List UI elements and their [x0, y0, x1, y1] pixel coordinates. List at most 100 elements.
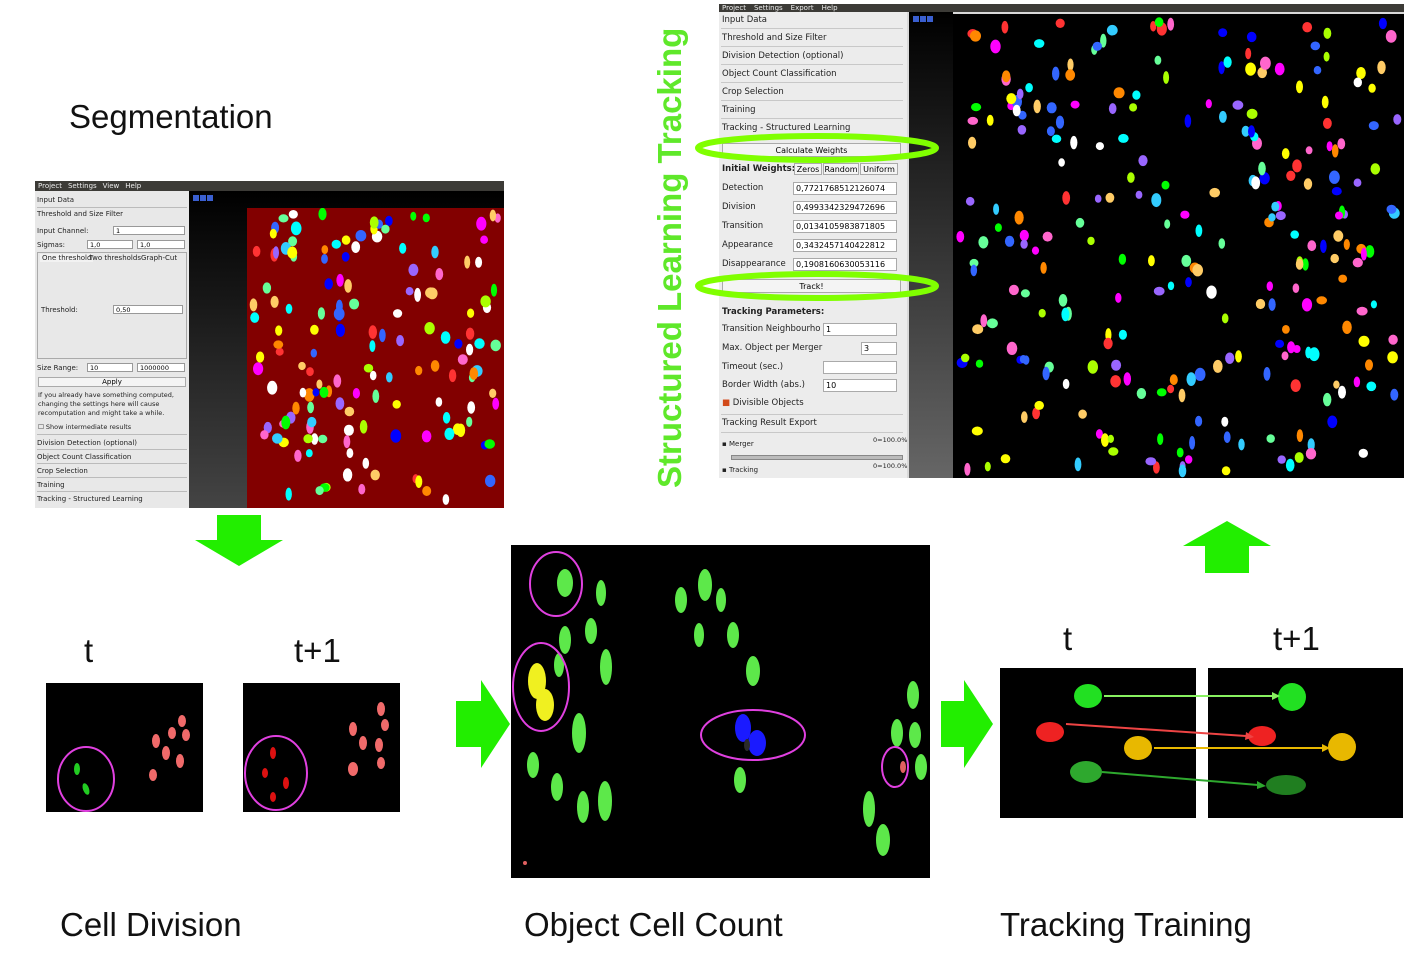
param-max-object-field[interactable]: 3 — [861, 342, 897, 355]
uniform-button[interactable]: Uniform — [860, 163, 898, 175]
applet-object-count[interactable]: Object Count Classification — [722, 69, 837, 79]
applet-threshold-filter[interactable]: Threshold and Size Filter — [37, 210, 124, 218]
cell-blob — [298, 361, 306, 371]
calculate-weights-button[interactable]: Calculate Weights — [722, 143, 901, 157]
cell-blob — [489, 388, 497, 398]
cell-blob — [270, 295, 279, 308]
threshold-field[interactable]: 0,50 — [113, 305, 183, 314]
cell-blob — [385, 215, 393, 226]
weight-detection-field[interactable]: 0,7721768512126074 — [793, 182, 897, 195]
cell-blob — [285, 487, 292, 501]
cell-blob — [405, 287, 414, 296]
cell-blob — [344, 279, 352, 293]
cell-blob — [1331, 187, 1342, 196]
applet-training[interactable]: Training — [37, 481, 65, 489]
cell-blob — [1006, 341, 1018, 355]
random-button[interactable]: Random — [823, 163, 859, 175]
cell-blob — [993, 203, 1000, 215]
show-intermediate-checkbox[interactable]: ☐ Show intermediate results — [38, 423, 132, 431]
divisible-objects-label: Divisible Objects — [732, 398, 804, 408]
cell-blob — [968, 136, 977, 149]
applet-crop-selection[interactable]: Crop Selection — [37, 467, 88, 475]
cell-blob — [1046, 126, 1055, 137]
tab-graph-cut[interactable]: Graph-Cut — [141, 254, 178, 262]
applet-crop-selection[interactable]: Crop Selection — [722, 87, 784, 97]
t-label-tracking: t — [1063, 620, 1073, 657]
cell-blob — [1161, 180, 1170, 190]
cell-blob — [1195, 224, 1203, 237]
tab-two-thresholds[interactable]: Two thresholds — [89, 254, 141, 262]
menu-settings[interactable]: Settings — [753, 4, 783, 12]
cell-blob — [1145, 457, 1157, 466]
cell-blob — [369, 370, 377, 381]
cell-blob — [351, 241, 361, 253]
cell-blob — [1330, 253, 1339, 264]
cell-blob — [1241, 125, 1250, 137]
zeros-button[interactable]: Zeros — [794, 163, 822, 175]
param-transition-neighbourhood-label: Transition Neighbourhood — [722, 324, 820, 334]
menu-project[interactable]: Project — [38, 182, 62, 190]
applet-input-data[interactable]: Input Data — [37, 196, 75, 204]
cell-blob — [956, 231, 965, 243]
viewer-tool-icon[interactable] — [927, 16, 933, 22]
cell-blob — [1266, 281, 1273, 292]
cell-blob — [1209, 187, 1220, 198]
applet-training[interactable]: Training — [722, 105, 756, 115]
divisible-objects-checkbox[interactable]: ■ Divisible Objects — [722, 398, 804, 408]
weight-appearance-field[interactable]: 0,3432457140422812 — [793, 239, 897, 252]
cell-blob — [1192, 264, 1203, 277]
applet-tracking-structured[interactable]: Tracking - Structured Learning — [722, 123, 851, 133]
cell-blob — [980, 314, 988, 328]
viewer-tool-icon[interactable] — [920, 16, 926, 22]
cell-blob — [341, 252, 350, 262]
menu-view[interactable]: View — [102, 182, 120, 190]
weight-disappearance-field[interactable]: 0,1908160630053116 — [793, 258, 897, 271]
cell-blob — [399, 242, 407, 254]
cell-blob — [1218, 238, 1226, 249]
viewer-tool-icon[interactable] — [913, 16, 919, 22]
param-timeout-label: Timeout (sec.) — [722, 362, 784, 372]
threshold-tab-pane: One threshold Two thresholds Graph-Cut T… — [37, 252, 187, 359]
input-channel-field[interactable]: 1 — [113, 226, 185, 235]
tracking-result-export[interactable]: Tracking Result Export — [722, 418, 817, 428]
weight-division-field[interactable]: 0,4993342329472696 — [793, 201, 897, 214]
menu-help[interactable]: Help — [821, 4, 838, 12]
applet-division-detection[interactable]: Division Detection (optional) — [37, 439, 138, 447]
cell-blob — [1095, 142, 1104, 151]
track-button[interactable]: Track! — [722, 279, 901, 293]
cell-blob — [1006, 93, 1017, 105]
cell-blob — [425, 287, 437, 299]
viewer-tool-icon[interactable] — [207, 195, 213, 201]
applet-input-data[interactable]: Input Data — [722, 15, 768, 25]
cell-blob — [990, 39, 1001, 54]
sigma-1-field[interactable]: 1,0 — [87, 240, 133, 249]
applet-tracking-structured[interactable]: Tracking - Structured Learning — [37, 495, 143, 503]
applet-threshold-filter[interactable]: Threshold and Size Filter — [722, 33, 827, 43]
param-transition-neighbourhood-field[interactable]: 1 — [823, 323, 897, 336]
param-border-width-field[interactable]: 10 — [823, 379, 897, 392]
cell-blob — [362, 457, 370, 469]
applet-object-count[interactable]: Object Count Classification — [37, 453, 132, 461]
sigma-2-field[interactable]: 1,0 — [137, 240, 185, 249]
weight-transition-field[interactable]: 0,0134105983871805 — [793, 220, 897, 233]
cell-blob — [484, 439, 495, 449]
cell-blob — [1368, 83, 1376, 93]
param-timeout-field[interactable] — [823, 361, 897, 374]
cell-blob — [1307, 438, 1315, 452]
tab-one-threshold[interactable]: One threshold — [40, 254, 94, 262]
size-max-field[interactable]: 1000000 — [137, 363, 185, 372]
viewer-tool-icon[interactable] — [193, 195, 199, 201]
applet-division-detection[interactable]: Division Detection (optional) — [722, 51, 844, 61]
cell-blob — [442, 412, 451, 424]
size-min-field[interactable]: 10 — [87, 363, 133, 372]
menu-project[interactable]: Project — [722, 4, 746, 12]
menu-help[interactable]: Help — [125, 182, 142, 190]
cell-blob — [333, 307, 345, 321]
cell-blob — [1225, 352, 1235, 364]
cell-blob — [422, 213, 430, 223]
viewer-tool-icon[interactable] — [200, 195, 206, 201]
apply-button[interactable]: Apply — [38, 377, 186, 387]
menu-export[interactable]: Export — [790, 4, 814, 12]
menu-settings[interactable]: Settings — [67, 182, 97, 190]
cell-blob — [1218, 61, 1225, 75]
